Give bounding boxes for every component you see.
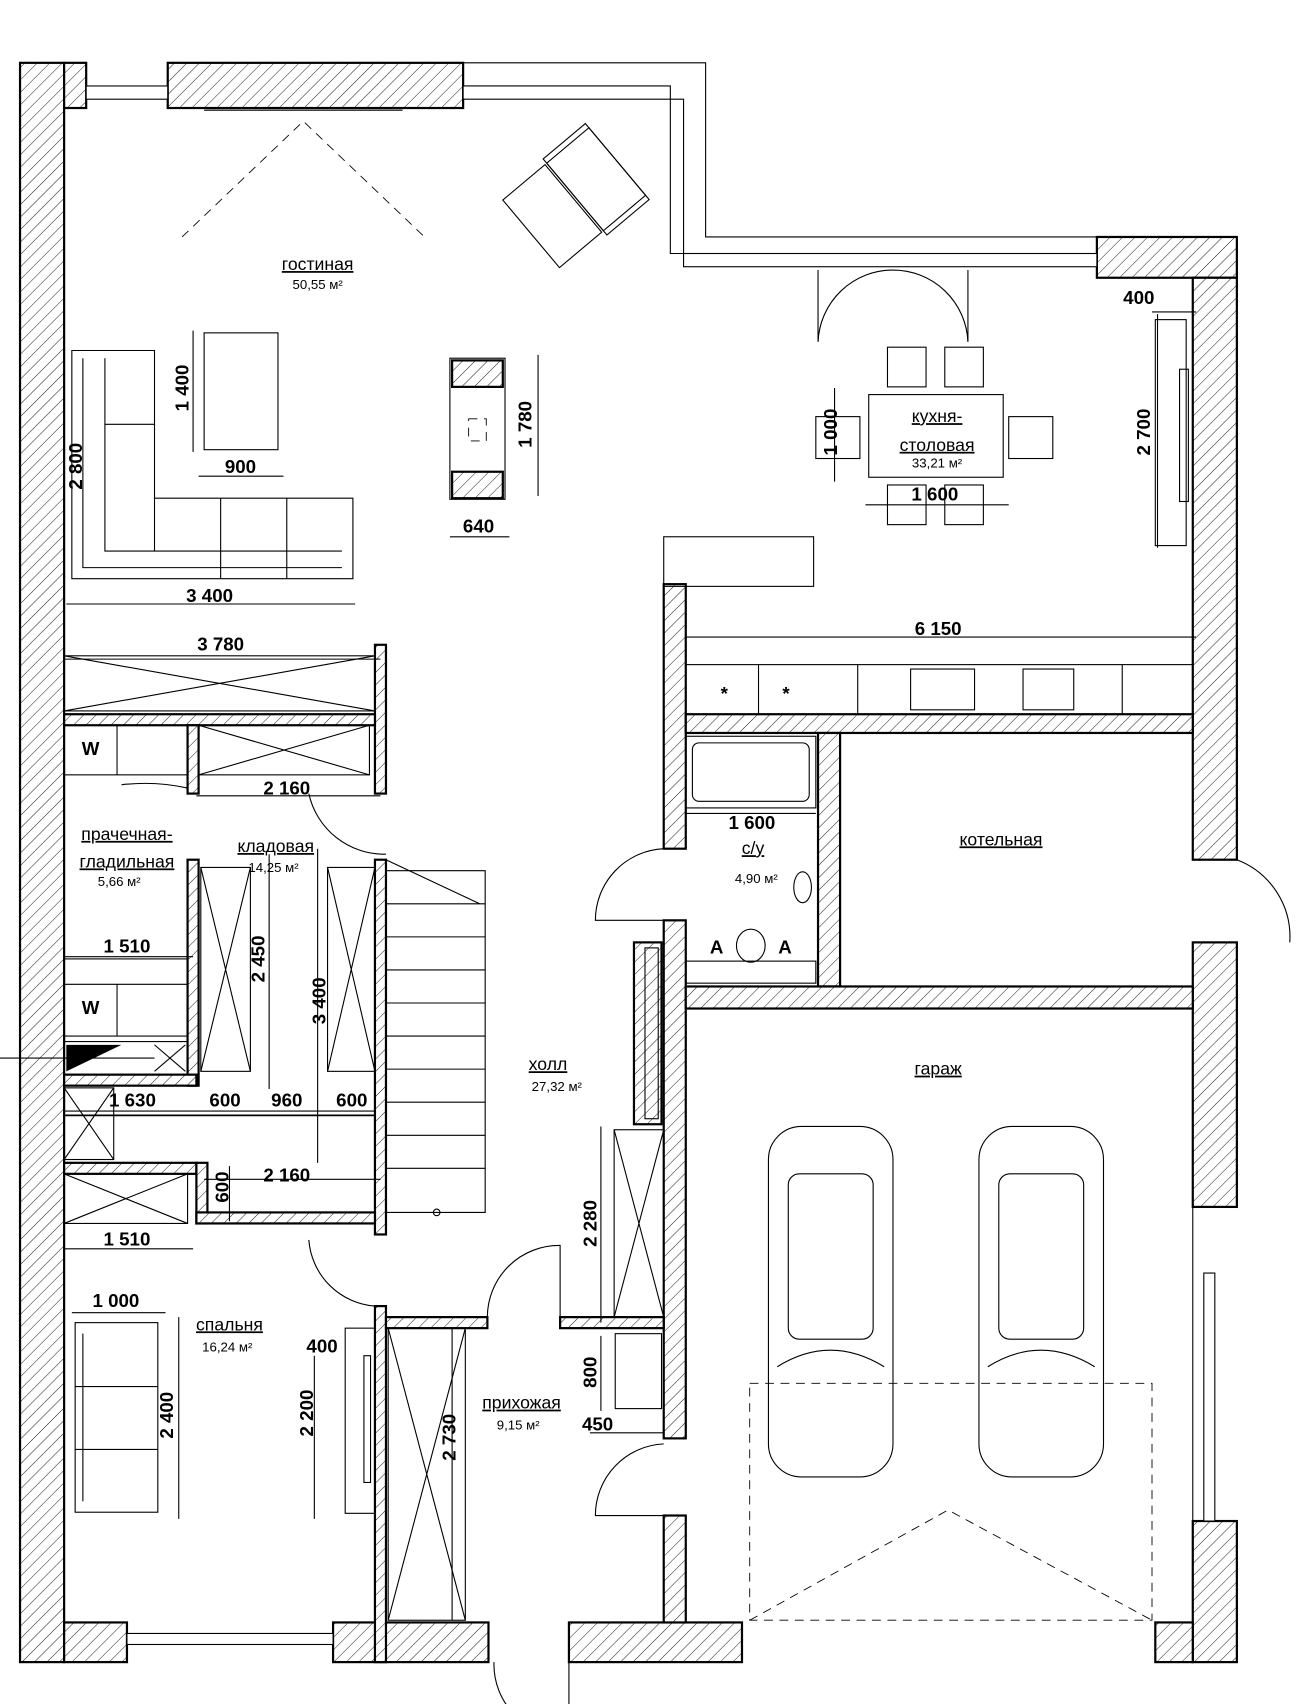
room-name-kitchen: кухня- bbox=[912, 406, 963, 426]
dim-label: 1 780 bbox=[514, 401, 535, 448]
room-area-pantry: 14,25 м² bbox=[248, 860, 299, 875]
dim-label: 3 400 bbox=[308, 977, 329, 1024]
room-name-laundry: прачечная- bbox=[81, 824, 172, 844]
kitchen-furniture bbox=[663, 269, 1194, 715]
dimension-labels: 1 400 900 2 800 3 400 640 1 780 400 2 70… bbox=[65, 287, 1155, 1460]
fixture-labels: W W A A * * bbox=[82, 683, 792, 1018]
dim-label: 2 730 bbox=[438, 1414, 459, 1461]
room-labels: гостиная 50,55 м² кухня- столовая 33,21 … bbox=[80, 254, 1043, 1433]
dim-label: 6 150 bbox=[915, 618, 962, 639]
room-name-garage: гараж bbox=[915, 1059, 962, 1079]
room-name-bathroom: с/у bbox=[742, 838, 765, 858]
room-name-living: гостиная bbox=[282, 254, 354, 274]
dim-label: 1 600 bbox=[728, 812, 775, 833]
washer-label: W bbox=[82, 738, 100, 759]
dim-label: 1 000 bbox=[93, 1290, 140, 1311]
room-area-hall: 27,32 м² bbox=[532, 1079, 583, 1094]
staircase bbox=[385, 859, 486, 1217]
dim-label: 800 bbox=[579, 1357, 600, 1388]
room-area-kitchen: 33,21 м² bbox=[912, 455, 963, 470]
room-area-living: 50,55 м² bbox=[293, 277, 344, 292]
dim-label: 2 400 bbox=[156, 1392, 177, 1439]
dim-label: 2 450 bbox=[248, 935, 269, 982]
dim-label: 600 bbox=[209, 1090, 240, 1111]
room-name-bedroom: спальня bbox=[196, 1314, 263, 1334]
dim-label: 2 160 bbox=[263, 1165, 310, 1186]
hall-bedroom-furniture bbox=[74, 947, 665, 1704]
car-2 bbox=[978, 1125, 1105, 1478]
dimension-lines bbox=[64, 311, 1197, 1621]
dim-label: 400 bbox=[1123, 287, 1154, 308]
room-name-entry: прихожая bbox=[482, 1393, 561, 1413]
room-name-boiler: котельная bbox=[960, 829, 1043, 849]
room-area-entry: 9,15 м² bbox=[497, 1418, 540, 1433]
room-area-bathroom: 4,90 м² bbox=[735, 871, 778, 886]
windows bbox=[85, 62, 1216, 1646]
dim-label: 900 bbox=[225, 456, 256, 477]
dim-label: 2 200 bbox=[296, 1390, 317, 1437]
room-name-laundry-2: гладильная bbox=[80, 851, 175, 871]
interior-walls bbox=[63, 583, 1194, 1664]
living-furniture bbox=[71, 109, 650, 580]
dim-label: 450 bbox=[582, 1414, 613, 1435]
dim-label: 1 510 bbox=[104, 935, 151, 956]
room-name-kitchen-2: столовая bbox=[900, 435, 975, 455]
dim-label: 2 160 bbox=[263, 778, 310, 799]
garage-cars bbox=[749, 1125, 1153, 1621]
dim-label: 1 630 bbox=[109, 1090, 156, 1111]
dim-label: 960 bbox=[271, 1090, 302, 1111]
dim-label: 1 510 bbox=[104, 1228, 151, 1249]
fridge-mark: * bbox=[721, 683, 729, 704]
dim-label: 600 bbox=[211, 1171, 232, 1202]
dim-label: 3 780 bbox=[197, 633, 244, 654]
dim-label: 600 bbox=[336, 1090, 367, 1111]
room-name-pantry: кладовая bbox=[237, 836, 314, 856]
dim-label: 2 800 bbox=[65, 443, 86, 490]
dim-label: 1 400 bbox=[172, 365, 193, 412]
dim-label: 640 bbox=[463, 515, 494, 536]
dim-label: 2 700 bbox=[1133, 409, 1154, 456]
room-area-bedroom: 16,24 м² bbox=[202, 1339, 253, 1354]
car-1 bbox=[767, 1125, 894, 1478]
room-area-laundry: 5,66 м² bbox=[98, 874, 141, 889]
washer-label: W bbox=[82, 997, 100, 1018]
bathroom-fixtures bbox=[594, 735, 1291, 984]
fridge-mark: * bbox=[782, 683, 790, 704]
dim-label: 2 280 bbox=[579, 1200, 600, 1247]
room-name-hall: холл bbox=[529, 1054, 568, 1074]
dim-label: 1 000 bbox=[820, 409, 841, 456]
dim-label: 400 bbox=[306, 1335, 337, 1356]
exterior-walls bbox=[18, 61, 1238, 1664]
dim-label: 1 600 bbox=[911, 483, 958, 504]
wc-mark-label: A bbox=[778, 936, 792, 957]
dim-label: 3 400 bbox=[186, 585, 233, 606]
wc-mark-label: A bbox=[710, 936, 724, 957]
